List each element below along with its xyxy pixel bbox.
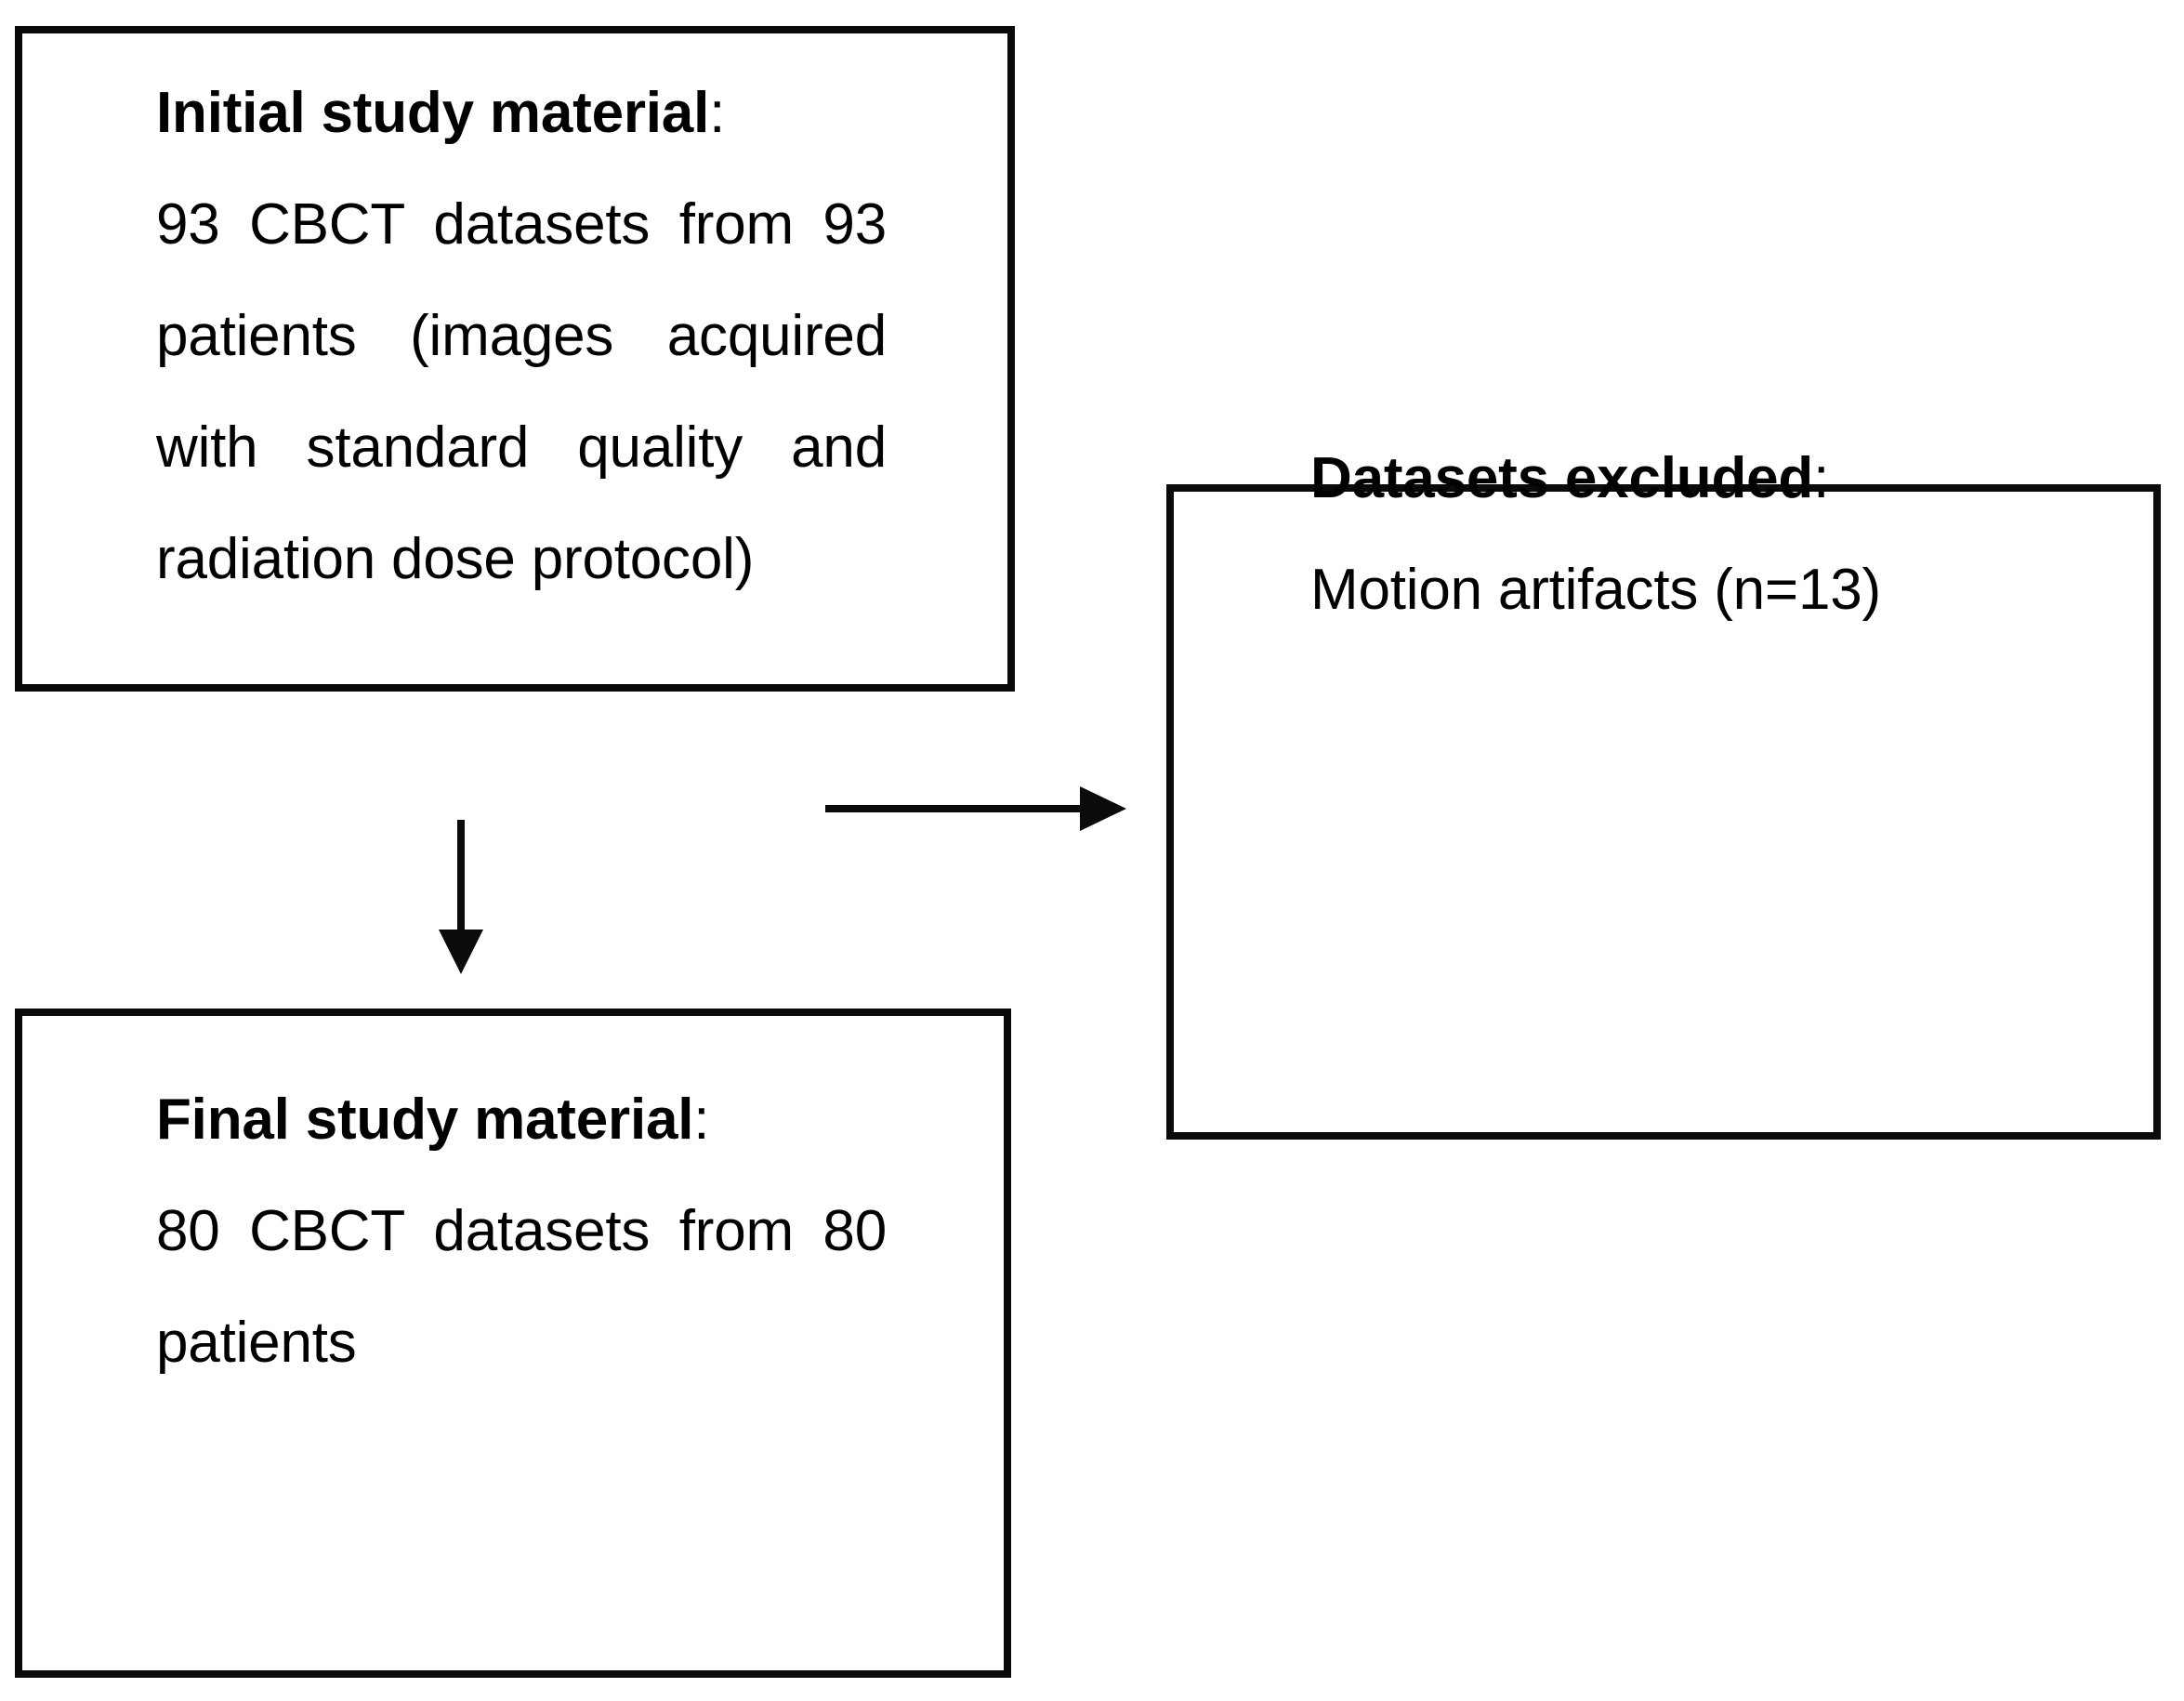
node-initial-body-text: 93 CBCT datasets from 93 patients (image… [156,192,887,591]
node-final-study-material [15,1009,1011,1678]
node-excluded-title-colon: : [1813,446,1830,510]
node-excluded-body-text: Motion artifacts (n=13) [1310,558,1881,622]
node-final-study-material-title: Final study material: [156,1064,887,1176]
node-final-title-label: Final study material [156,1088,694,1152]
arrow-initial-to-final [439,820,483,974]
node-final-title-colon: : [693,1088,710,1152]
node-datasets-excluded-text: Datasets excluded: Motion artifacts (n=13… [1310,423,2054,646]
node-datasets-excluded [1166,484,2161,1140]
arrow-down-head [439,930,483,974]
node-initial-study-material [15,26,1015,692]
arrow-right-head [1080,786,1126,831]
node-final-body-text: 80 CBCT datasets from 80 patients [156,1199,887,1375]
node-initial-title-colon: : [709,81,726,145]
arrow-initial-to-excluded [825,786,1126,831]
node-excluded-title: Datasets excluded: [1310,423,2054,534]
node-initial-study-material-title: Initial study material: [156,58,887,169]
node-final-study-material-text: Final study material: 80 CBCT datasets fr… [156,1064,887,1399]
node-initial-title-label: Initial study material [156,81,710,145]
node-excluded-title-label: Datasets excluded [1310,446,1814,510]
node-initial-study-material-text: Initial study material: 93 CBCT datasets … [156,58,887,615]
